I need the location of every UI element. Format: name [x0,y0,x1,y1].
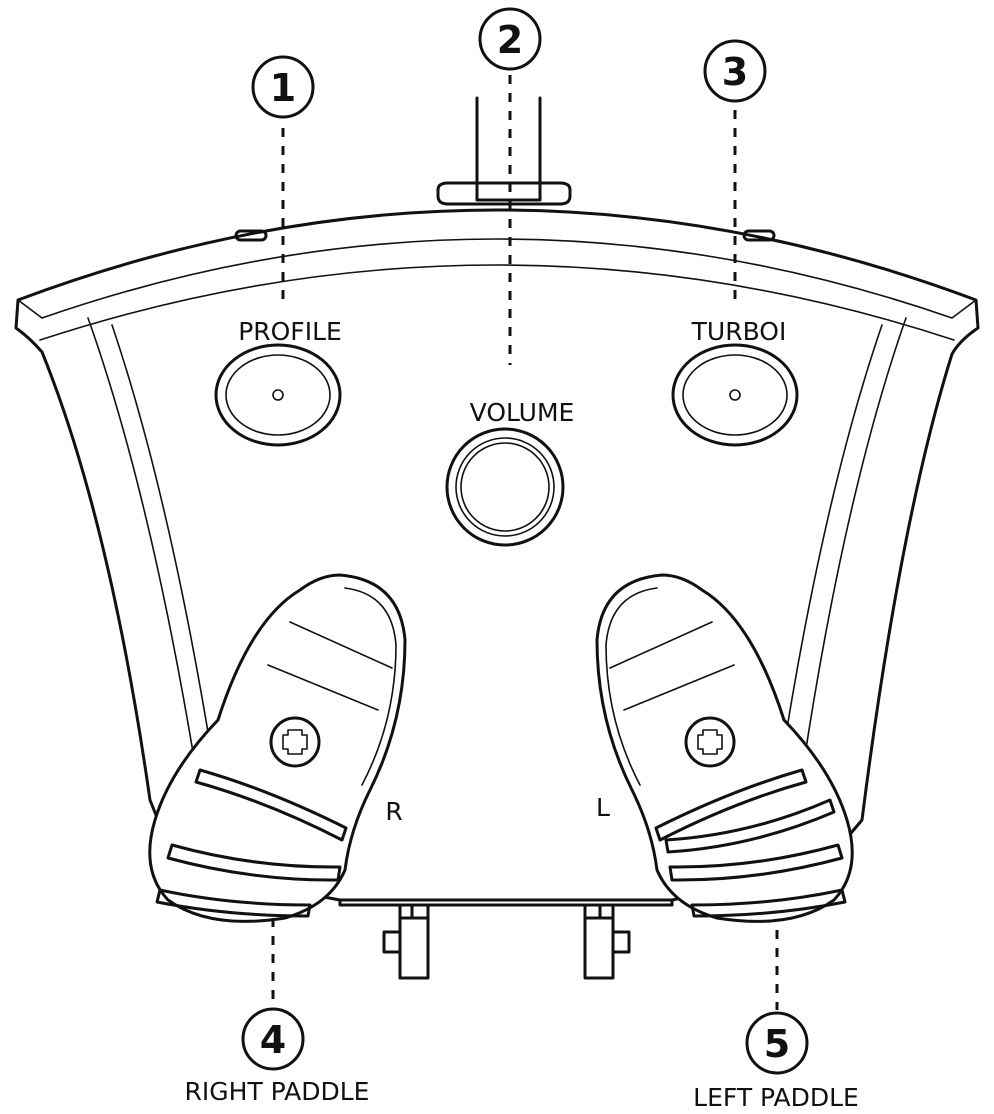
label-turbo: TURBOI [691,317,787,346]
cable [436,96,572,206]
left-paddle-mark: L [596,793,610,822]
label-left-paddle: LEFT PADDLE [693,1083,859,1112]
right-paddle-mark: R [385,797,402,826]
label-profile: PROFILE [238,317,342,346]
left-paddle[interactable] [595,573,854,923]
callout-4: 4 [241,1007,305,1071]
volume-button[interactable] [445,427,565,547]
right-paddle-screw-icon [269,716,321,768]
controller-body [14,208,980,902]
svg-text:2: 2 [497,18,523,62]
left-paddle-screw-icon [684,716,736,768]
svg-text:1: 1 [270,66,296,110]
led-left [234,229,268,242]
svg-text:5: 5 [764,1022,790,1066]
right-paddle[interactable] [148,573,407,923]
profile-button[interactable] [214,343,342,447]
led-right [742,229,776,242]
callout-1: 1 [251,55,315,119]
turbo-button[interactable] [671,343,799,447]
label-right-paddle: RIGHT PADDLE [185,1077,370,1106]
svg-text:4: 4 [260,1018,286,1062]
callout-2: 2 [478,7,542,71]
callout-3: 3 [703,39,767,103]
callout-5: 5 [745,1011,809,1075]
label-volume: VOLUME [470,398,575,427]
svg-text:3: 3 [722,50,748,94]
bottom-connectors [338,898,674,980]
